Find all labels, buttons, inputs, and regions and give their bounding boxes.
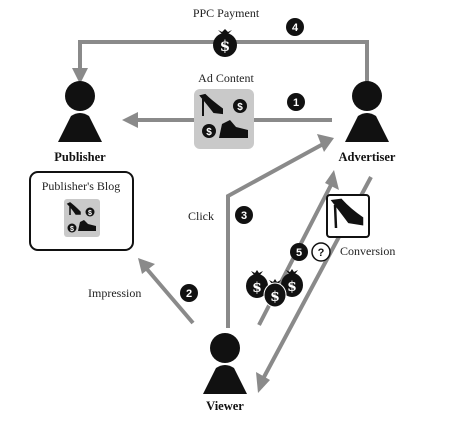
dollar-coin-icon: $: [202, 124, 216, 138]
svg-text:1: 1: [293, 97, 299, 109]
svg-text:$: $: [237, 102, 243, 113]
money-bag-icon: $: [263, 279, 287, 308]
dollar-coin-icon: $: [85, 207, 95, 217]
men-shoe-icon: [219, 120, 248, 138]
click-label: Click: [188, 209, 214, 223]
step-badge-3: 3: [235, 206, 253, 224]
svg-text:$: $: [220, 37, 230, 55]
svg-text:$: $: [287, 279, 297, 295]
money-bag-icon: $: [213, 29, 237, 57]
conversion-product-box: [326, 194, 370, 238]
product-delivery-arrowhead: [256, 372, 270, 393]
unknown-badge: ?: [311, 242, 331, 262]
publishers-blog-box: Publisher's Blog $ $: [29, 171, 134, 251]
money-bag-icon: $: [281, 269, 303, 297]
high-heel-shoe-icon: [330, 198, 364, 229]
conversion-label: Conversion: [340, 244, 395, 258]
viewer-figure: [203, 333, 247, 394]
step-badge-1: 1: [287, 93, 305, 111]
ad-content-label: Ad Content: [198, 71, 254, 85]
svg-text:$: $: [88, 210, 92, 217]
publisher-label: Publisher: [54, 150, 106, 164]
men-shoe-icon: [78, 220, 96, 231]
step-badge-2: 2: [180, 284, 198, 302]
svg-text:$: $: [270, 289, 280, 305]
publisher-figure: [58, 81, 102, 142]
ad-content-box: $ $: [194, 89, 254, 149]
svg-text:4: 4: [292, 22, 299, 34]
impression-arrow: [144, 266, 195, 325]
svg-text:2: 2: [186, 288, 192, 300]
impression-arrowhead: [138, 258, 155, 274]
publishers-blog-label: Publisher's Blog: [42, 179, 121, 193]
dollar-coin-icon: $: [67, 223, 77, 233]
high-heel-shoe-icon: [66, 202, 81, 215]
conversion-arrowhead: [325, 170, 339, 190]
impression-label: Impression: [88, 286, 141, 300]
blog-ad-thumbnail: $ $: [64, 199, 100, 237]
viewer-label: Viewer: [206, 399, 244, 413]
click-arrowhead: [317, 134, 334, 152]
advertiser-figure: [345, 81, 389, 142]
dollar-coin-icon: $: [233, 99, 247, 113]
ad-content-arrowhead: [122, 112, 138, 128]
svg-text:$: $: [70, 226, 74, 233]
svg-text:5: 5: [296, 247, 302, 259]
svg-text:$: $: [252, 280, 262, 296]
money-bag-icon: $: [246, 270, 268, 298]
click-arrow: [226, 141, 326, 328]
high-heel-shoe-icon: [199, 93, 223, 116]
money-bags-group: $ $ $: [246, 269, 303, 308]
ppc-payment-label: PPC Payment: [193, 6, 260, 20]
step-badge-5: 5: [290, 243, 308, 261]
svg-text:?: ?: [318, 247, 325, 259]
svg-text:3: 3: [241, 210, 247, 222]
step-badge-4: 4: [286, 18, 304, 36]
svg-text:$: $: [206, 127, 212, 138]
advertiser-label: Advertiser: [339, 150, 396, 164]
ppc-payment-arrowhead: [72, 68, 88, 84]
